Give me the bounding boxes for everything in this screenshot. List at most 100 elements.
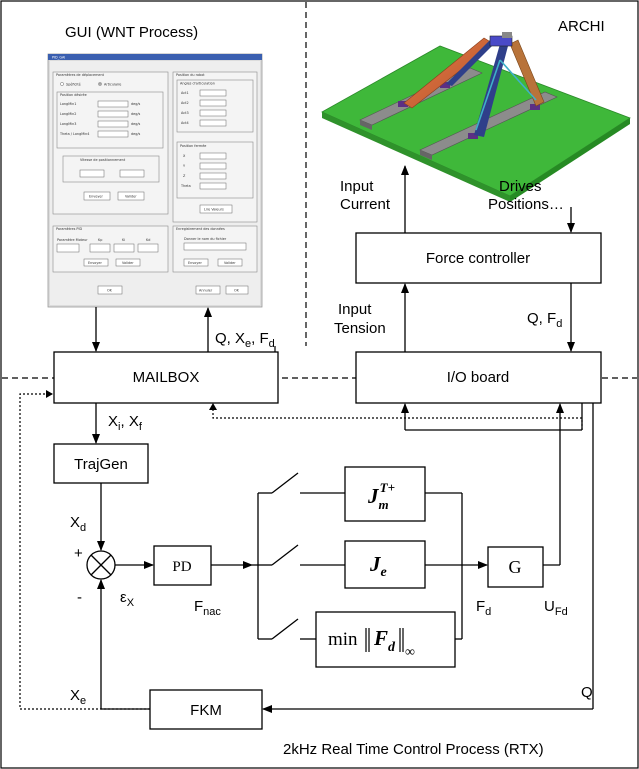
svg-text:LongMin2: LongMin2 <box>60 112 76 116</box>
svg-text:min: min <box>328 629 358 650</box>
gui-window-thumbnail: PID_GAI Paramètres de déplacement Spéfic… <box>47 53 263 308</box>
junction-minus: - <box>77 589 82 606</box>
switch-bank <box>252 472 345 640</box>
ufd-label: UFd <box>544 598 568 618</box>
svg-text:d: d <box>388 640 396 655</box>
gui-group-enregistrement: Enregistrement des données <box>176 227 225 231</box>
q-feedback-label: Q <box>581 684 593 701</box>
svg-text:LongMin1: LongMin1 <box>60 102 76 106</box>
gui-angle-rows: Act1 Act2 Act3 Act4 <box>181 89 227 127</box>
rtx-region-label: 2kHz Real Time Control Process (RTX) <box>283 741 544 758</box>
je-label: Je <box>369 552 387 580</box>
gui-group-position-desiree: Position désirée <box>60 93 87 97</box>
eps-label: εX <box>120 589 135 609</box>
gui-group-angle: Angles d'articulation <box>180 82 215 86</box>
mailbox-block <box>53 351 279 404</box>
input-tension-label-1: Input <box>338 301 372 318</box>
gui-valider-button[interactable] <box>117 191 145 201</box>
svg-text:Paramètre Moteur: Paramètre Moteur <box>57 238 88 242</box>
svg-text:Z: Z <box>183 174 186 178</box>
svg-text:Annuler: Annuler <box>199 289 213 293</box>
gui-annuler-button[interactable] <box>195 285 221 295</box>
gui-group-deplacement: Paramètres de déplacement <box>56 73 105 77</box>
pd-label: PD <box>172 559 191 575</box>
svg-text:Donner le nom du fichier: Donner le nom du fichier <box>184 237 227 241</box>
force-controller-block <box>355 232 602 284</box>
je-block <box>344 540 426 589</box>
gui-enreg-valider-button[interactable] <box>217 258 243 267</box>
svg-text:deg/s: deg/s <box>131 102 141 106</box>
svg-text:Envoyer: Envoyer <box>88 261 102 265</box>
gui-ok-button[interactable] <box>97 285 123 295</box>
summing-junction <box>86 550 116 580</box>
jm-block <box>344 466 426 522</box>
gui-enreg-envoyer-button[interactable] <box>183 258 209 267</box>
xd-label: Xd <box>70 514 86 534</box>
io-board-block <box>355 351 602 404</box>
svg-text:Act2: Act2 <box>181 101 189 105</box>
svg-text:∞: ∞ <box>405 645 415 660</box>
svg-text:LongMin3: LongMin3 <box>60 122 76 126</box>
svg-text:Envoyer: Envoyer <box>89 195 103 199</box>
svg-text:Act4: Act4 <box>181 121 189 125</box>
input-current-label-1: Input <box>340 178 374 195</box>
q-fd-label: Q, Fd <box>527 310 562 330</box>
svg-text:Theta: Theta <box>180 184 191 188</box>
fd-label: Fd <box>476 598 491 618</box>
fnac-label: Fnac <box>194 598 221 618</box>
svg-text:Ki: Ki <box>122 238 125 242</box>
gui-ok-button-2[interactable] <box>225 285 249 295</box>
trajgen-label: TrajGen <box>74 456 128 473</box>
input-tension-label-2: Tension <box>334 320 386 337</box>
svg-text:Theta / LongMin4: Theta / LongMin4 <box>59 132 89 136</box>
min-norm-label: min F d ∞ <box>328 626 415 660</box>
svg-text:Y: Y <box>183 164 186 168</box>
fkm-label: FKM <box>190 702 222 719</box>
svg-text:deg/s: deg/s <box>131 112 141 116</box>
gui-envoyer-button[interactable] <box>83 191 111 201</box>
svg-text:deg/s: deg/s <box>131 132 141 136</box>
xe-label: Xe <box>70 687 86 707</box>
svg-text:Valider: Valider <box>224 261 236 265</box>
dotted-feedback-paths <box>19 390 583 710</box>
mailbox-label: MAILBOX <box>133 369 200 386</box>
gui-group-position-robot: Position du robot <box>176 73 205 77</box>
drives-positions-label-1: Drives <box>499 178 542 195</box>
svg-text:Kd: Kd <box>146 238 150 242</box>
junction-plus: + <box>74 545 83 562</box>
g-label: G <box>509 557 522 577</box>
gui-radio-1: Spéficité <box>66 83 81 87</box>
pd-block <box>153 545 212 586</box>
drives-positions-label-2: Positions… <box>488 196 564 213</box>
jm-label: JmT+ <box>367 480 395 512</box>
fkm-block <box>149 689 263 730</box>
svg-text:Act1: Act1 <box>181 91 189 95</box>
gui-pid-fields: Paramètre Moteur Kp Ki Kd <box>56 238 159 253</box>
svg-text:OK: OK <box>107 289 113 293</box>
force-controller-label: Force controller <box>426 250 530 267</box>
gui-group-vitesse: Vitesse de positionnement <box>80 158 126 162</box>
input-current-label-2: Current <box>340 196 391 213</box>
svg-text:deg/s: deg/s <box>131 122 141 126</box>
svg-text:Lire Valeurs: Lire Valeurs <box>204 208 224 212</box>
svg-text:Envoyer: Envoyer <box>188 261 202 265</box>
svg-text:Act3: Act3 <box>181 111 189 115</box>
gui-group-pos-ouvert: Position fermée <box>180 144 206 148</box>
svg-text:Kp: Kp <box>98 238 102 242</box>
svg-text:Valider: Valider <box>125 195 137 199</box>
gui-pid-valider-button[interactable] <box>115 258 141 267</box>
gui-position-rows: LongMin1 deg/s LongMin2 deg/s LongMin3 d… <box>59 100 141 138</box>
q-xe-fd-label: Q, Xe, Fd <box>215 330 275 350</box>
gui-group-pid: Paramètres PID <box>56 227 82 231</box>
gui-pid-envoyer-button[interactable] <box>83 258 109 267</box>
archi-region-label: ARCHI <box>558 18 605 35</box>
svg-text:X: X <box>183 154 186 158</box>
gui-title-text: PID_GAI <box>52 56 65 60</box>
gui-radio-2: Articulaire <box>104 83 121 87</box>
gui-region-label: GUI (WNT Process) <box>65 24 198 41</box>
gui-lire-valeurs-button[interactable] <box>199 204 233 214</box>
g-block <box>487 546 544 588</box>
svg-text:F: F <box>373 626 388 650</box>
